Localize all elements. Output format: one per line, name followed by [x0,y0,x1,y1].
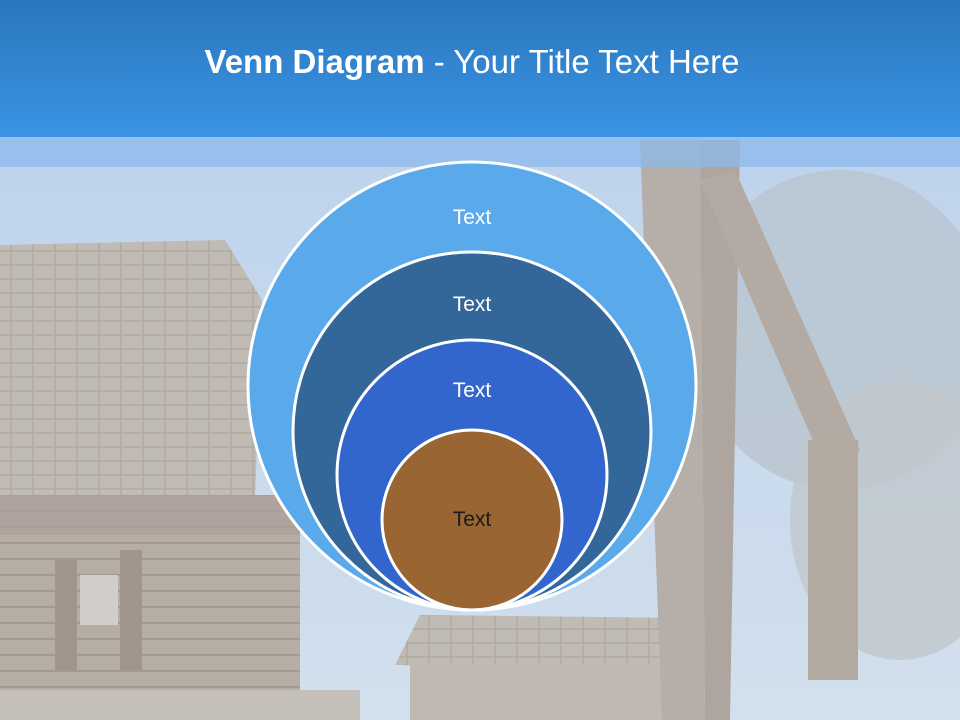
slide-title: Venn Diagram - Your Title Text Here [0,40,944,84]
venn-label-inner: Text [453,508,492,531]
title-regular-part: - Your Title Text Here [424,43,740,80]
venn-circle-inner[interactable] [380,428,564,612]
venn-label-second: Text [453,293,492,316]
title-bold-part: Venn Diagram [204,43,425,80]
venn-label-third: Text [453,379,492,402]
venn-label-outer: Text [453,206,492,229]
title-header-bar [0,0,960,137]
